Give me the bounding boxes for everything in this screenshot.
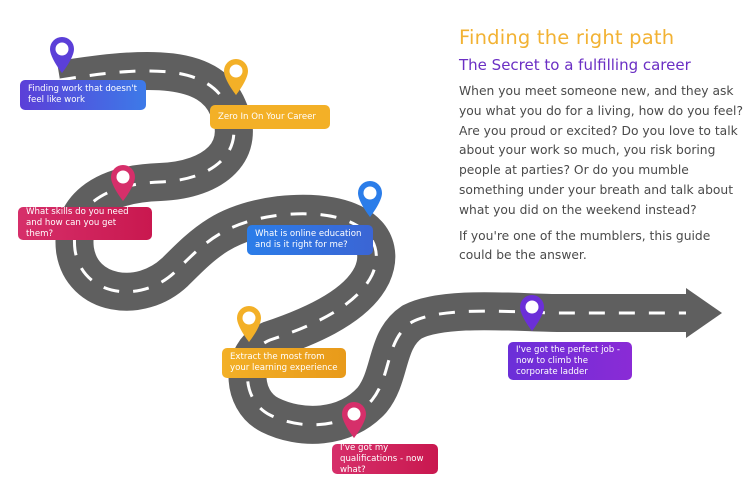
map-pin-icon <box>519 294 545 332</box>
roadmap-step-2: Zero In On Your Career <box>210 105 330 129</box>
roadmap-step-7: I've got the perfect job - now to climb … <box>508 342 632 380</box>
map-pin-icon <box>236 305 262 343</box>
roadmap-step-6: I've got my qualifications - now what? <box>332 442 438 475</box>
map-pin-icon <box>357 180 383 218</box>
road-lane-markings <box>59 69 690 427</box>
map-pin-icon <box>341 401 367 439</box>
page-subtitle: The Secret to a fulfilling career <box>459 56 691 74</box>
roadmap-step-label: Extract the most from your learning expe… <box>230 352 338 373</box>
page-title: Finding the right path <box>459 26 675 49</box>
road-arrowhead <box>686 288 722 338</box>
map-pin-icon <box>110 164 136 202</box>
roadmap-step-1: Finding work that doesn't feel like work <box>20 80 146 110</box>
roadmap-step-3: What skills do you need and how can you … <box>18 207 152 240</box>
intro-paragraph-1: When you meet someone new, and they ask … <box>459 84 743 217</box>
intro-paragraph-2: If you're one of the mumblers, this guid… <box>459 228 711 263</box>
intro-text: Finding the right path The Secret to a f… <box>459 26 743 266</box>
roadmap-step-label: What is online education and is it right… <box>255 229 362 250</box>
roadmap-step-label: Finding work that doesn't feel like work <box>28 84 137 105</box>
roadmap-step-label: Zero In On Your Career <box>218 111 316 122</box>
map-pin-icon <box>223 58 249 96</box>
map-pin-icon <box>49 36 75 74</box>
roadmap-step-5: Extract the most from your learning expe… <box>222 348 346 378</box>
roadmap-step-label: What skills do you need and how can you … <box>26 207 129 239</box>
roadmap-step-4: What is online education and is it right… <box>247 225 373 255</box>
roadmap-step-label: I've got the perfect job - now to climb … <box>516 344 620 377</box>
roadmap-step-label: I've got my qualifications - now what? <box>340 442 424 475</box>
